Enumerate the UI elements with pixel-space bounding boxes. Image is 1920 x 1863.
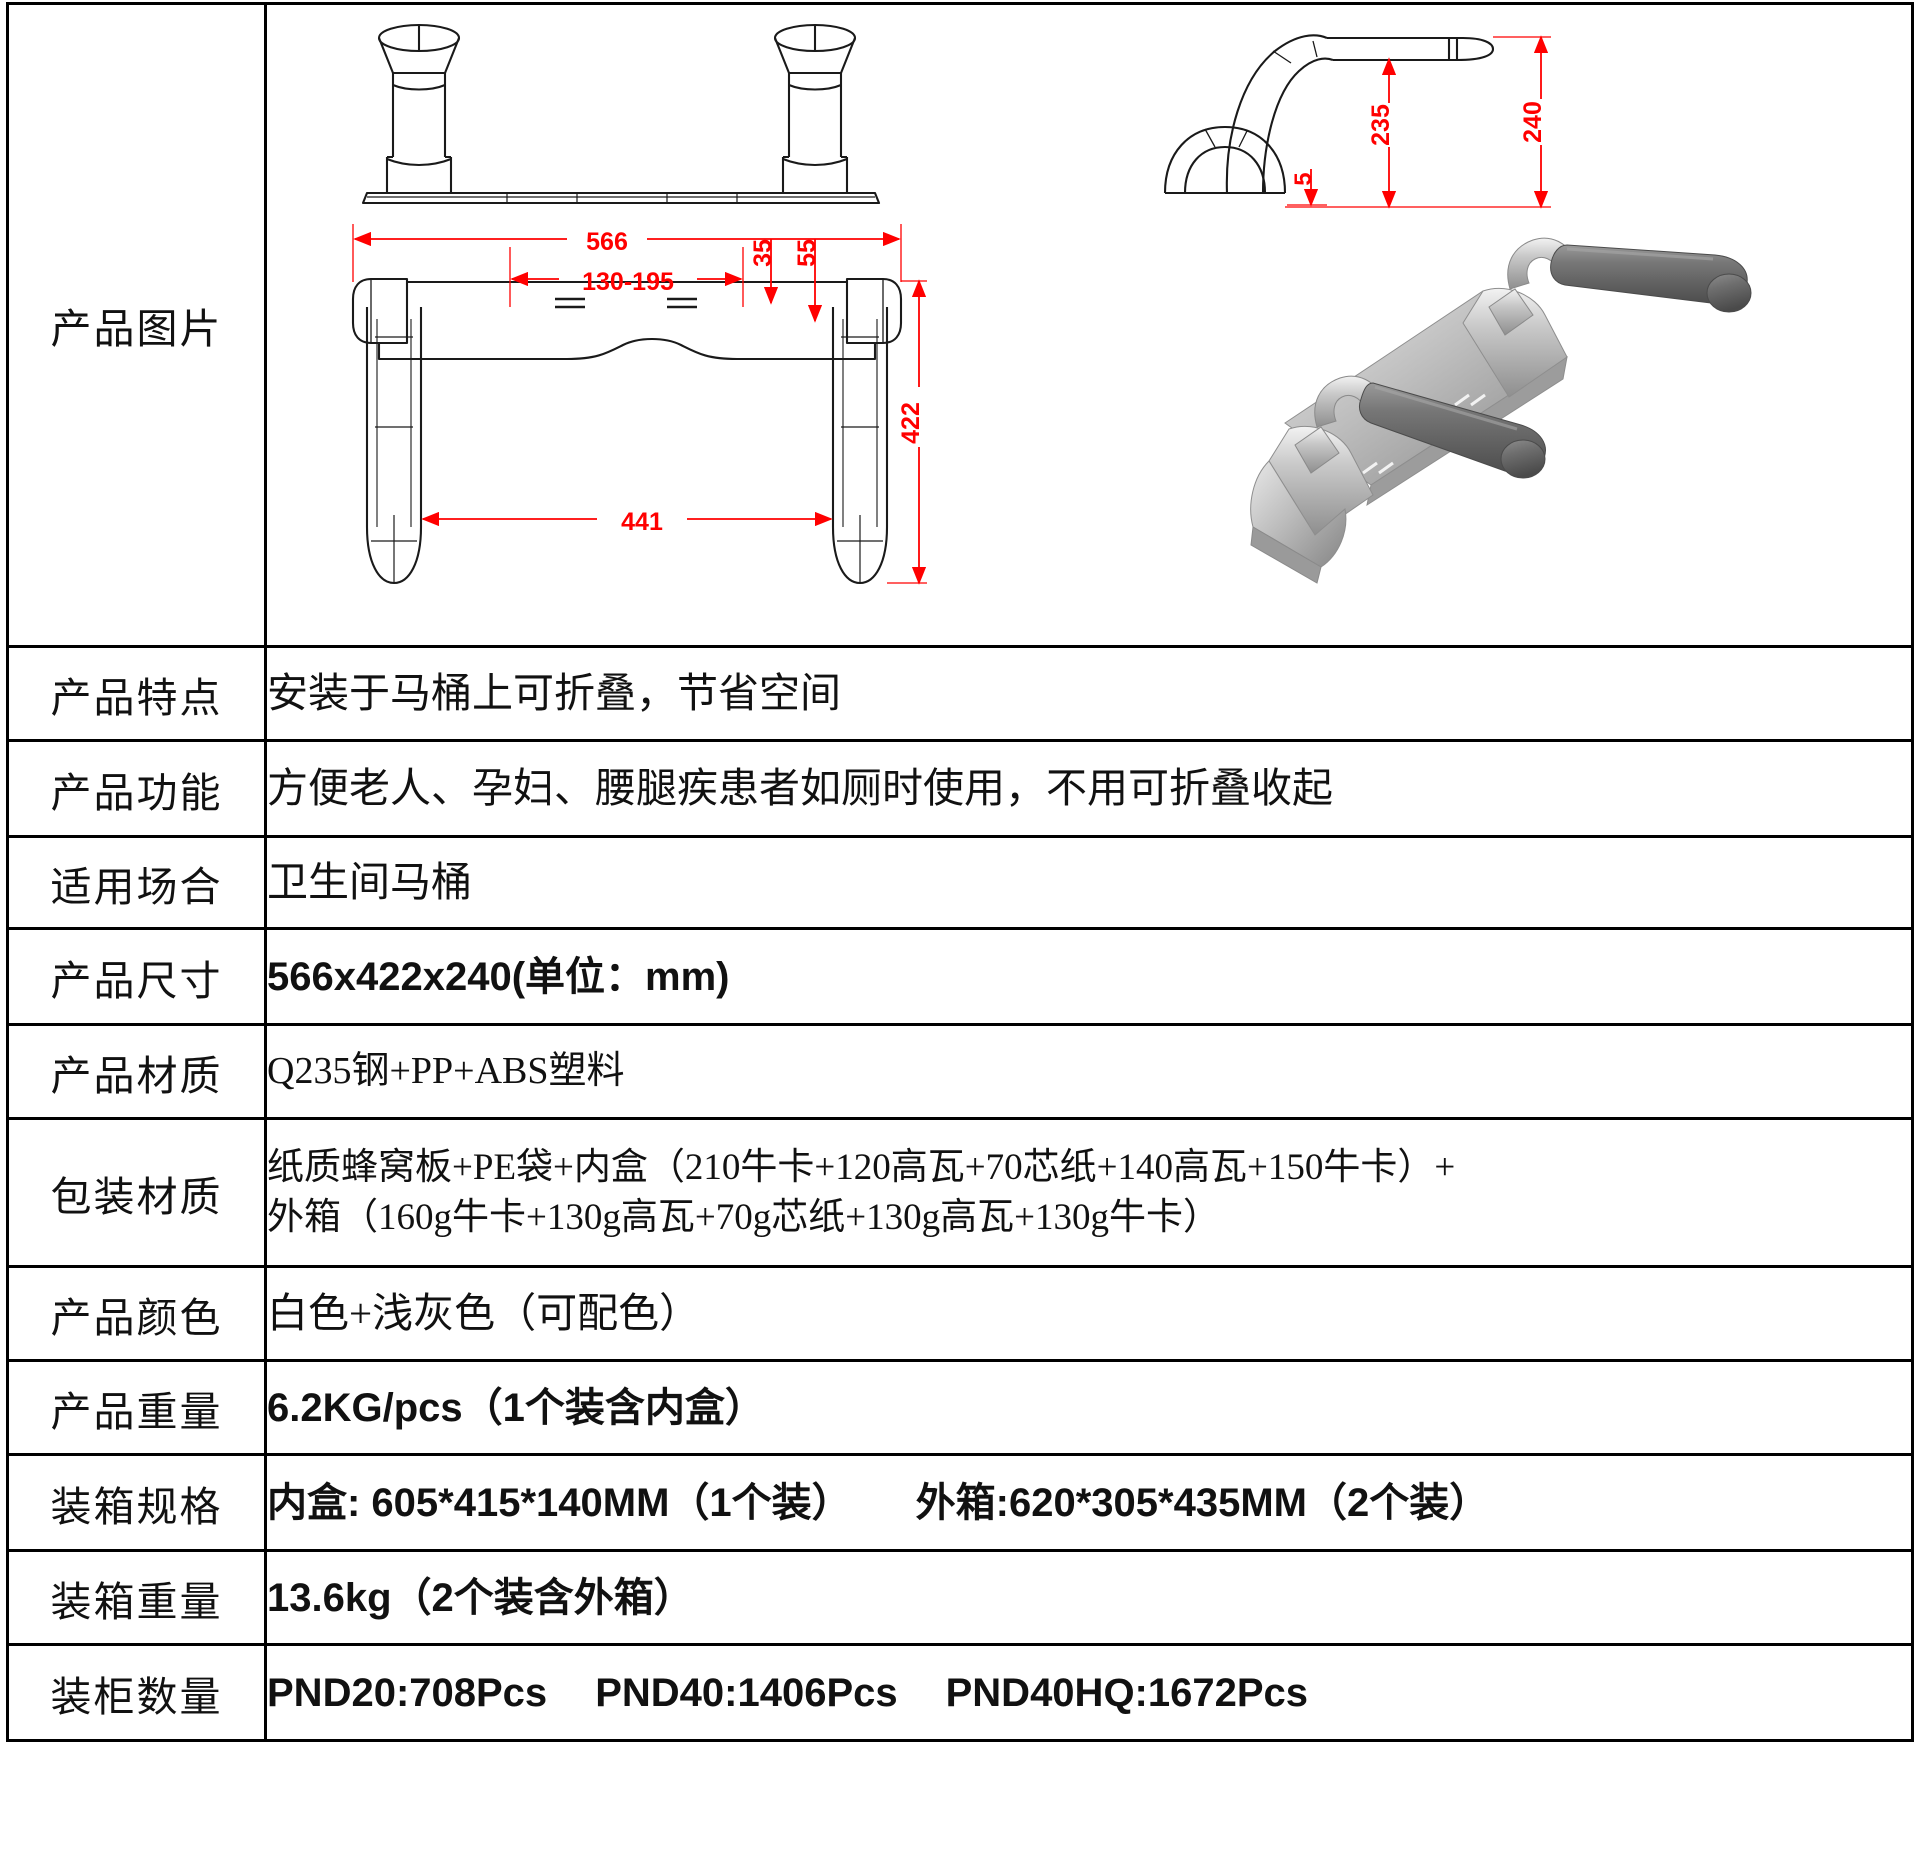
- table-row: 包装材质 纸质蜂窝板+PE袋+内盒（210牛卡+120高瓦+70芯纸+140高瓦…: [6, 1117, 1914, 1268]
- row-label-product-color: 产品颜色: [6, 1265, 267, 1362]
- row-value-product-function: 方便老人、孕妇、腰腿疾患者如厕时使用，不用可折叠收起: [264, 739, 1914, 838]
- dimension-annotations: 566 130-195 35: [352, 35, 1551, 585]
- table-row: 产品重量 6.2KG/pcs（1个装含内盒）: [6, 1359, 1914, 1456]
- product-spec-table: 产品图片: [6, 2, 1914, 1742]
- table-row: 产品材质 Q235钢+PP+ABS塑料: [6, 1023, 1914, 1120]
- container-qty-20ft: PND20:708Pcs: [267, 1670, 548, 1715]
- table-row: 产品特点 安装于马桶上可折叠，节省空间: [6, 645, 1914, 742]
- row-value-carton-weight: 13.6kg（2个装含外箱）: [264, 1549, 1914, 1646]
- svg-text:441: 441: [621, 508, 663, 536]
- row-label-carton-weight: 装箱重量: [6, 1549, 267, 1646]
- row-value-product-feature: 安装于马桶上可折叠，节省空间: [264, 645, 1914, 742]
- row-label-packing-material: 包装材质: [6, 1117, 267, 1268]
- svg-text:240: 240: [1519, 101, 1547, 143]
- container-qty-40ft: PND40:1406Pcs: [595, 1670, 898, 1715]
- svg-text:5: 5: [1290, 172, 1317, 185]
- table-row: 产品颜色 白色+浅灰色（可配色）: [6, 1265, 1914, 1362]
- row-value-product-size: 566x422x240(单位：mm): [264, 927, 1914, 1026]
- packing-material-line-2: 外箱（160g牛卡+130g高瓦+70g芯纸+130g高瓦+130g牛卡）: [267, 1196, 1220, 1238]
- packing-material-line-1: 纸质蜂窝板+PE袋+内盒（210牛卡+120高瓦+70芯纸+140高瓦+150牛…: [267, 1146, 1456, 1188]
- svg-text:35: 35: [749, 239, 777, 267]
- svg-text:55: 55: [793, 239, 821, 267]
- carton-spec-outer: 外箱:620*305*435MM（2个装）: [915, 1480, 1490, 1525]
- row-value-product-weight: 6.2KG/pcs（1个装含内盒）: [264, 1359, 1914, 1456]
- row-label-product-function: 产品功能: [6, 739, 267, 838]
- container-qty-40hq: PND40HQ:1672Pcs: [945, 1670, 1309, 1715]
- row-value-container-qty: PND20:708Pcs PND40:1406Pcs PND40HQ:1672Pcs: [264, 1643, 1914, 1742]
- row-label-carton-spec: 装箱规格: [6, 1453, 267, 1552]
- row-label-use-scenario: 适用场合: [6, 835, 267, 930]
- row-label-product-material: 产品材质: [6, 1023, 267, 1120]
- table-row: 装箱规格 内盒: 605*415*140MM（1个装） 外箱:620*305*43…: [6, 1453, 1914, 1552]
- row-value-carton-spec: 内盒: 605*415*140MM（1个装） 外箱:620*305*435MM（2…: [264, 1453, 1914, 1552]
- row-label-product-weight: 产品重量: [6, 1359, 267, 1456]
- row-label-product-size: 产品尺寸: [6, 927, 267, 1026]
- row-value-product-color: 白色+浅灰色（可配色）: [264, 1265, 1914, 1362]
- svg-text:130-195: 130-195: [582, 268, 674, 296]
- row-value-product-material: Q235钢+PP+ABS塑料: [264, 1023, 1914, 1120]
- table-row: 产品功能 方便老人、孕妇、腰腿疾患者如厕时使用，不用可折叠收起: [6, 739, 1914, 838]
- technical-drawing: 566 130-195 35: [267, 7, 1911, 643]
- side-elevation-view: [1163, 34, 1495, 195]
- row-label-product-image: 产品图片: [6, 2, 267, 648]
- row-value-packing-material: 纸质蜂窝板+PE袋+内盒（210牛卡+120高瓦+70芯纸+140高瓦+150牛…: [264, 1117, 1914, 1268]
- svg-text:566: 566: [586, 228, 628, 256]
- product-image-cell: 566 130-195 35: [264, 2, 1914, 648]
- table-row: 产品尺寸 566x422x240(单位：mm): [6, 927, 1914, 1026]
- row-label-product-feature: 产品特点: [6, 645, 267, 742]
- table-row: 产品图片: [6, 2, 1914, 648]
- svg-text:235: 235: [1367, 104, 1395, 146]
- top-plan-view: [351, 277, 903, 585]
- isometric-3d-render: [1250, 237, 1752, 584]
- svg-text:422: 422: [897, 402, 925, 444]
- carton-spec-inner: 内盒: 605*415*140MM（1个装）: [267, 1480, 852, 1525]
- table-row: 适用场合 卫生间马桶: [6, 835, 1914, 930]
- row-label-container-qty: 装柜数量: [6, 1643, 267, 1742]
- table-row: 装箱重量 13.6kg（2个装含外箱）: [6, 1549, 1914, 1646]
- table-row: 装柜数量 PND20:708Pcs PND40:1406Pcs PND40HQ:16…: [6, 1643, 1914, 1742]
- front-elevation-view: [361, 23, 881, 205]
- row-value-use-scenario: 卫生间马桶: [264, 835, 1914, 930]
